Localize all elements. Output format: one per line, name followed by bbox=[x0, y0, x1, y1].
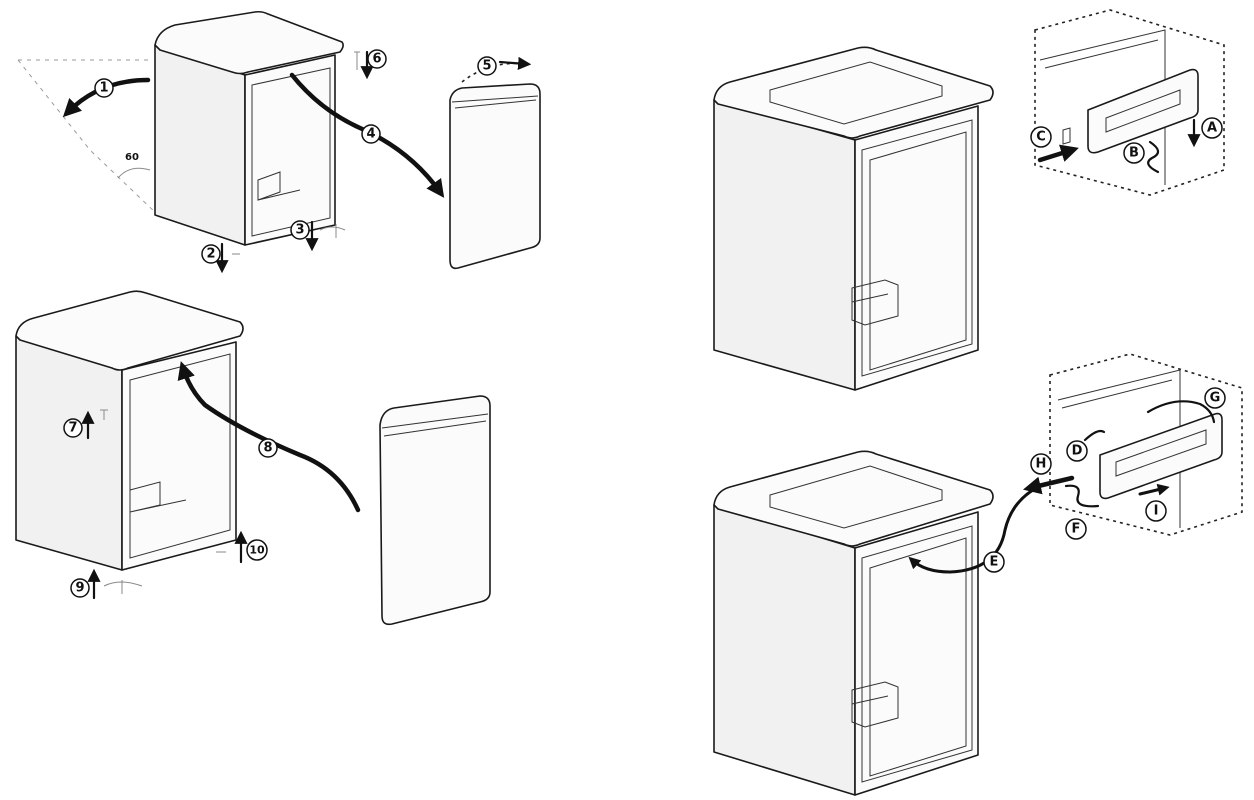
svg-text:I: I bbox=[1154, 504, 1159, 519]
step-badge-3: 3 bbox=[290, 220, 310, 240]
panel-remove-worktop: A B C bbox=[713, 9, 1225, 391]
detail-badge-F: F bbox=[1065, 518, 1087, 540]
svg-text:9: 9 bbox=[75, 581, 84, 596]
detail-box-top: A B C bbox=[1030, 9, 1225, 196]
svg-text:2: 2 bbox=[206, 247, 215, 262]
svg-text:3: 3 bbox=[295, 223, 304, 238]
arrow-C bbox=[1037, 144, 1079, 163]
arrow-F bbox=[1064, 484, 1100, 508]
fridge-door-detached bbox=[449, 83, 541, 270]
fridge-door-refit bbox=[379, 395, 491, 626]
svg-text:G: G bbox=[1210, 391, 1221, 406]
detail-badge-E: E bbox=[983, 551, 1005, 573]
svg-text:6: 6 bbox=[372, 52, 381, 67]
svg-text:H: H bbox=[1036, 457, 1047, 472]
svg-text:1: 1 bbox=[99, 81, 108, 96]
svg-text:5: 5 bbox=[482, 59, 491, 74]
arrow-B bbox=[1147, 140, 1160, 174]
detail-badge-D: D bbox=[1066, 440, 1088, 462]
arrow-D bbox=[1083, 429, 1106, 442]
detail-badge-B: B bbox=[1123, 142, 1145, 164]
svg-text:10: 10 bbox=[249, 544, 265, 557]
step-badge-10: 10 bbox=[246, 539, 268, 561]
svg-text:F: F bbox=[1072, 522, 1081, 537]
step-badge-8: 8 bbox=[258, 438, 278, 458]
step-badge-1: 1 bbox=[94, 78, 114, 98]
step-badge-2: 2 bbox=[201, 244, 221, 264]
detail-badge-H: H bbox=[1030, 453, 1052, 475]
fridge-body bbox=[154, 10, 344, 246]
angle-label: 60 bbox=[125, 152, 139, 163]
detail-badge-A: A bbox=[1201, 117, 1223, 139]
arrow-H bbox=[1022, 475, 1075, 495]
arrow-I bbox=[1138, 483, 1170, 496]
svg-text:D: D bbox=[1072, 444, 1083, 459]
detail-box-bottom: D F G H I bbox=[1022, 353, 1243, 540]
fridge-body-refit bbox=[15, 290, 244, 571]
svg-text:8: 8 bbox=[263, 441, 272, 456]
arrow-8 bbox=[177, 361, 361, 513]
step-badge-6: 6 bbox=[367, 49, 387, 69]
fridge-cabinet-bottom bbox=[713, 450, 994, 796]
step-badge-5: 5 bbox=[477, 56, 497, 76]
arrow-G bbox=[1146, 400, 1216, 424]
svg-text:E: E bbox=[990, 555, 999, 570]
detail-badge-I: I bbox=[1145, 500, 1167, 522]
step-badge-7: 7 bbox=[63, 418, 83, 438]
svg-text:4: 4 bbox=[366, 127, 375, 142]
panel-refit-worktop: D F G H I E bbox=[713, 353, 1243, 796]
svg-text:A: A bbox=[1207, 121, 1217, 136]
detail-badge-C: C bbox=[1030, 126, 1052, 148]
step-badge-4: 4 bbox=[361, 124, 381, 144]
detail-badge-G: G bbox=[1204, 387, 1226, 409]
panel-remove-door: 1 2 3 4 5 6 60 bbox=[17, 10, 541, 274]
arrow-4 bbox=[289, 72, 445, 198]
svg-text:7: 7 bbox=[68, 421, 77, 436]
svg-text:B: B bbox=[1129, 146, 1139, 161]
svg-text:C: C bbox=[1036, 130, 1046, 145]
step-badge-9: 9 bbox=[70, 578, 90, 598]
fridge-cabinet-top bbox=[713, 46, 994, 391]
panel-refit-door: 7 8 9 10 bbox=[15, 290, 491, 626]
